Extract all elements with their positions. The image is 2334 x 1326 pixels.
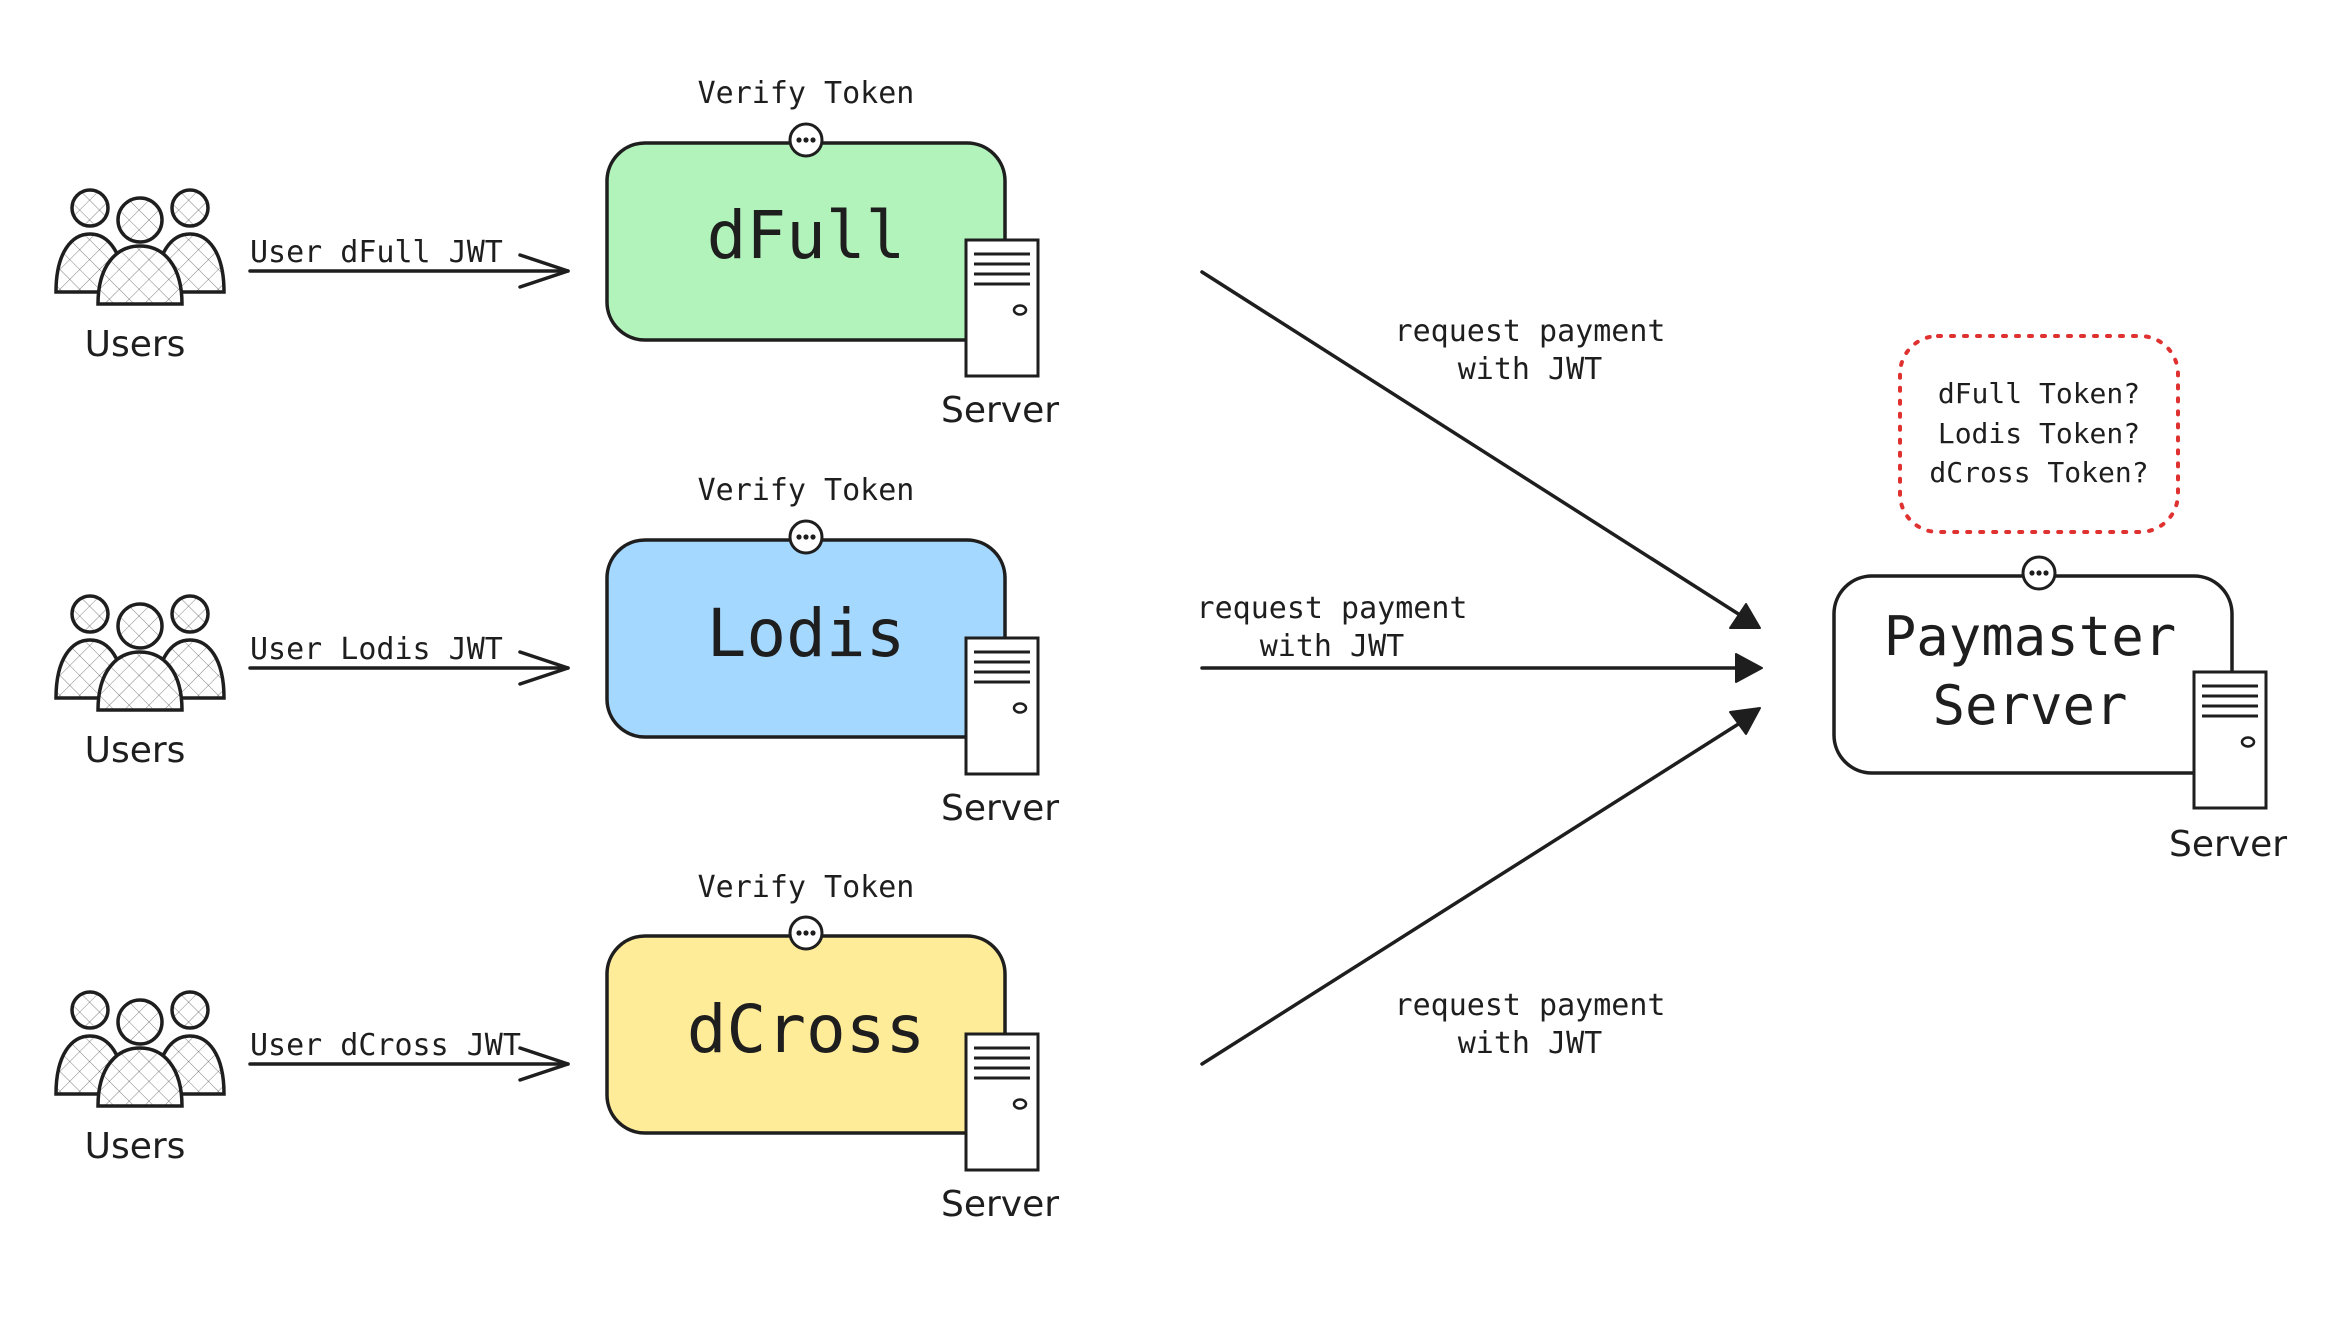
- request-label-line2: with JWT: [1260, 629, 1405, 664]
- request-arrow-dcross: [1200, 721, 1742, 1066]
- row-lodis: Users User Lodis JWT Verify Token Lodis …: [54, 473, 1059, 829]
- server-label: Server: [941, 788, 1059, 829]
- users-group-icon: [54, 990, 226, 1108]
- user-jwt-label: User dFull JWT: [250, 235, 503, 270]
- request-arrow-head: [1729, 707, 1761, 735]
- server-label: Server: [2169, 824, 2287, 865]
- token-check-line: Lodis Token?: [1938, 417, 2140, 450]
- row-dfull: Users User dFull JWT Verify Token dFull …: [54, 76, 1059, 431]
- users-label: Users: [85, 1126, 186, 1167]
- request-arrows: request payment with JWT request payment…: [1197, 270, 1763, 1066]
- users-group-icon: [54, 188, 226, 306]
- server-tower-icon: [964, 1032, 1040, 1172]
- ellipsis-connector-icon: [788, 122, 824, 158]
- verify-token-label: Verify Token: [698, 870, 915, 905]
- paymaster-title-line2: Server: [1932, 674, 2127, 737]
- request-label-line1: request payment: [1395, 314, 1666, 349]
- request-arrow-head: [1729, 603, 1761, 629]
- paymaster-title-line1: Paymaster: [1884, 605, 2177, 668]
- user-jwt-label: User dCross JWT: [250, 1028, 521, 1063]
- verify-token-label: Verify Token: [698, 76, 915, 111]
- server-label: Server: [941, 1184, 1059, 1225]
- users-label: Users: [85, 730, 186, 771]
- user-arrow-head: [518, 253, 570, 289]
- service-name-dcross: dCross: [687, 991, 925, 1068]
- row-dcross: Users User dCross JWT Verify Token dCros…: [54, 870, 1059, 1225]
- service-name-dfull: dFull: [707, 197, 906, 274]
- user-jwt-label: User Lodis JWT: [250, 632, 503, 667]
- paymaster-group: dFull Token? Lodis Token? dCross Token? …: [1832, 334, 2287, 865]
- ellipsis-connector-icon: [2021, 555, 2057, 591]
- request-label-line2: with JWT: [1458, 1026, 1603, 1061]
- token-check-line: dCross Token?: [1929, 456, 2148, 489]
- request-arrow-dfull: [1200, 270, 1742, 617]
- ellipsis-connector-icon: [788, 519, 824, 555]
- user-arrow-head: [518, 1046, 570, 1082]
- request-label-line2: with JWT: [1458, 352, 1603, 387]
- server-tower-icon: [2192, 670, 2268, 810]
- user-arrow-head: [518, 650, 570, 686]
- ellipsis-connector-icon: [788, 915, 824, 951]
- request-label-line1: request payment: [1395, 988, 1666, 1023]
- users-group-icon: [54, 594, 226, 712]
- request-label-line1: request payment: [1197, 591, 1468, 626]
- service-name-lodis: Lodis: [707, 595, 906, 672]
- token-check-line: dFull Token?: [1938, 377, 2140, 410]
- server-label: Server: [941, 390, 1059, 431]
- request-arrow-head: [1735, 653, 1763, 683]
- server-tower-icon: [964, 636, 1040, 776]
- users-label: Users: [85, 324, 186, 365]
- verify-token-label: Verify Token: [698, 473, 915, 508]
- server-tower-icon: [964, 238, 1040, 378]
